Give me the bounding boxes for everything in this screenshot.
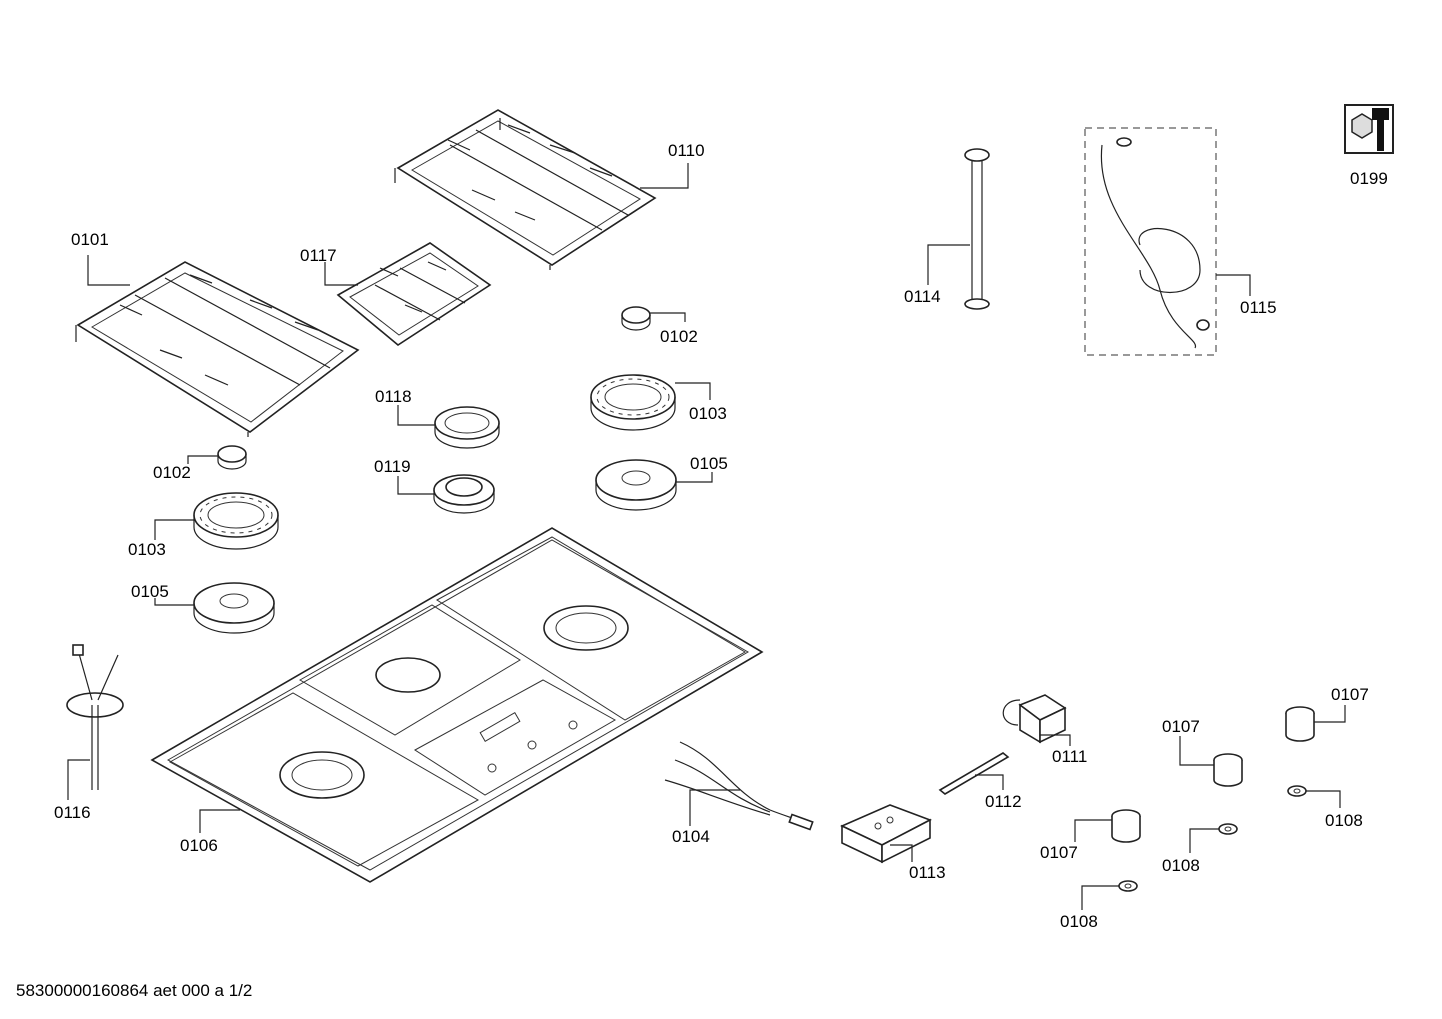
label-0104: 0104	[672, 827, 710, 846]
pan-support-0101	[75, 261, 360, 437]
label-0116: 0116	[54, 803, 91, 822]
washer-0108-a	[1287, 785, 1307, 797]
burner-head-0103-right	[590, 374, 676, 431]
label-0114: 0114	[904, 287, 941, 306]
label-0110: 0110	[668, 141, 705, 160]
label-0105-right: 0105	[690, 454, 728, 473]
burner-base-0105-right	[595, 459, 677, 511]
label-0102-right: 0102	[660, 327, 698, 346]
burner-cap-0102-left	[217, 445, 247, 470]
burner-ring-0118	[434, 406, 500, 449]
part-labels: 0110 0101 0117 0102 0102 0103 0103 0118 …	[54, 141, 1388, 931]
label-0106: 0106	[180, 836, 218, 855]
label-0102-left: 0102	[153, 463, 191, 482]
ribbon-cable-0112	[938, 752, 1010, 795]
label-0108-c: 0108	[1060, 912, 1098, 931]
label-0111: 0111	[1052, 747, 1087, 766]
pan-support-0117	[336, 242, 492, 346]
label-0115: 0115	[1240, 298, 1277, 317]
label-0113: 0113	[909, 863, 946, 882]
wrench-nut-icon	[1344, 104, 1394, 154]
burner-head-0103-left	[193, 492, 279, 550]
document-id-footer: 58300000160864 aet 000 a 1/2	[16, 981, 253, 1000]
control-module-0113	[840, 804, 932, 864]
label-0103-right: 0103	[689, 404, 727, 423]
label-0105-left: 0105	[131, 582, 169, 601]
label-0108-b: 0108	[1162, 856, 1200, 875]
label-0119: 0119	[374, 457, 411, 476]
knob-0107-top	[1285, 706, 1315, 742]
label-0107-mid: 0107	[1162, 717, 1200, 736]
knob-0107-mid	[1213, 753, 1243, 787]
label-0108-a: 0108	[1325, 811, 1363, 830]
burner-cap-0119	[433, 474, 495, 514]
washer-0108-b	[1218, 823, 1238, 835]
pan-support-0110	[394, 109, 657, 270]
washer-0108-c	[1118, 880, 1138, 892]
gas-hose-0115	[1084, 127, 1217, 356]
switch-unit-0111	[1002, 694, 1067, 744]
label-0117: 0117	[300, 246, 337, 265]
label-0118: 0118	[375, 387, 412, 406]
threaded-rod-0114	[964, 148, 990, 310]
burner-base-0105-left	[193, 582, 275, 634]
cable-grommet-0116	[66, 644, 124, 790]
burner-cap-0102-right	[621, 306, 651, 331]
label-0107-low: 0107	[1040, 843, 1078, 862]
label-0101: 0101	[71, 230, 109, 249]
label-0199: 0199	[1350, 169, 1388, 188]
label-0112: 0112	[985, 792, 1022, 811]
label-0103-left: 0103	[128, 540, 166, 559]
knob-0107-low	[1111, 809, 1141, 843]
label-0107-top: 0107	[1331, 685, 1369, 704]
hob-top-0106	[150, 527, 764, 883]
wiring-harness-0104	[664, 741, 814, 831]
leader-lines	[67, 163, 1346, 910]
